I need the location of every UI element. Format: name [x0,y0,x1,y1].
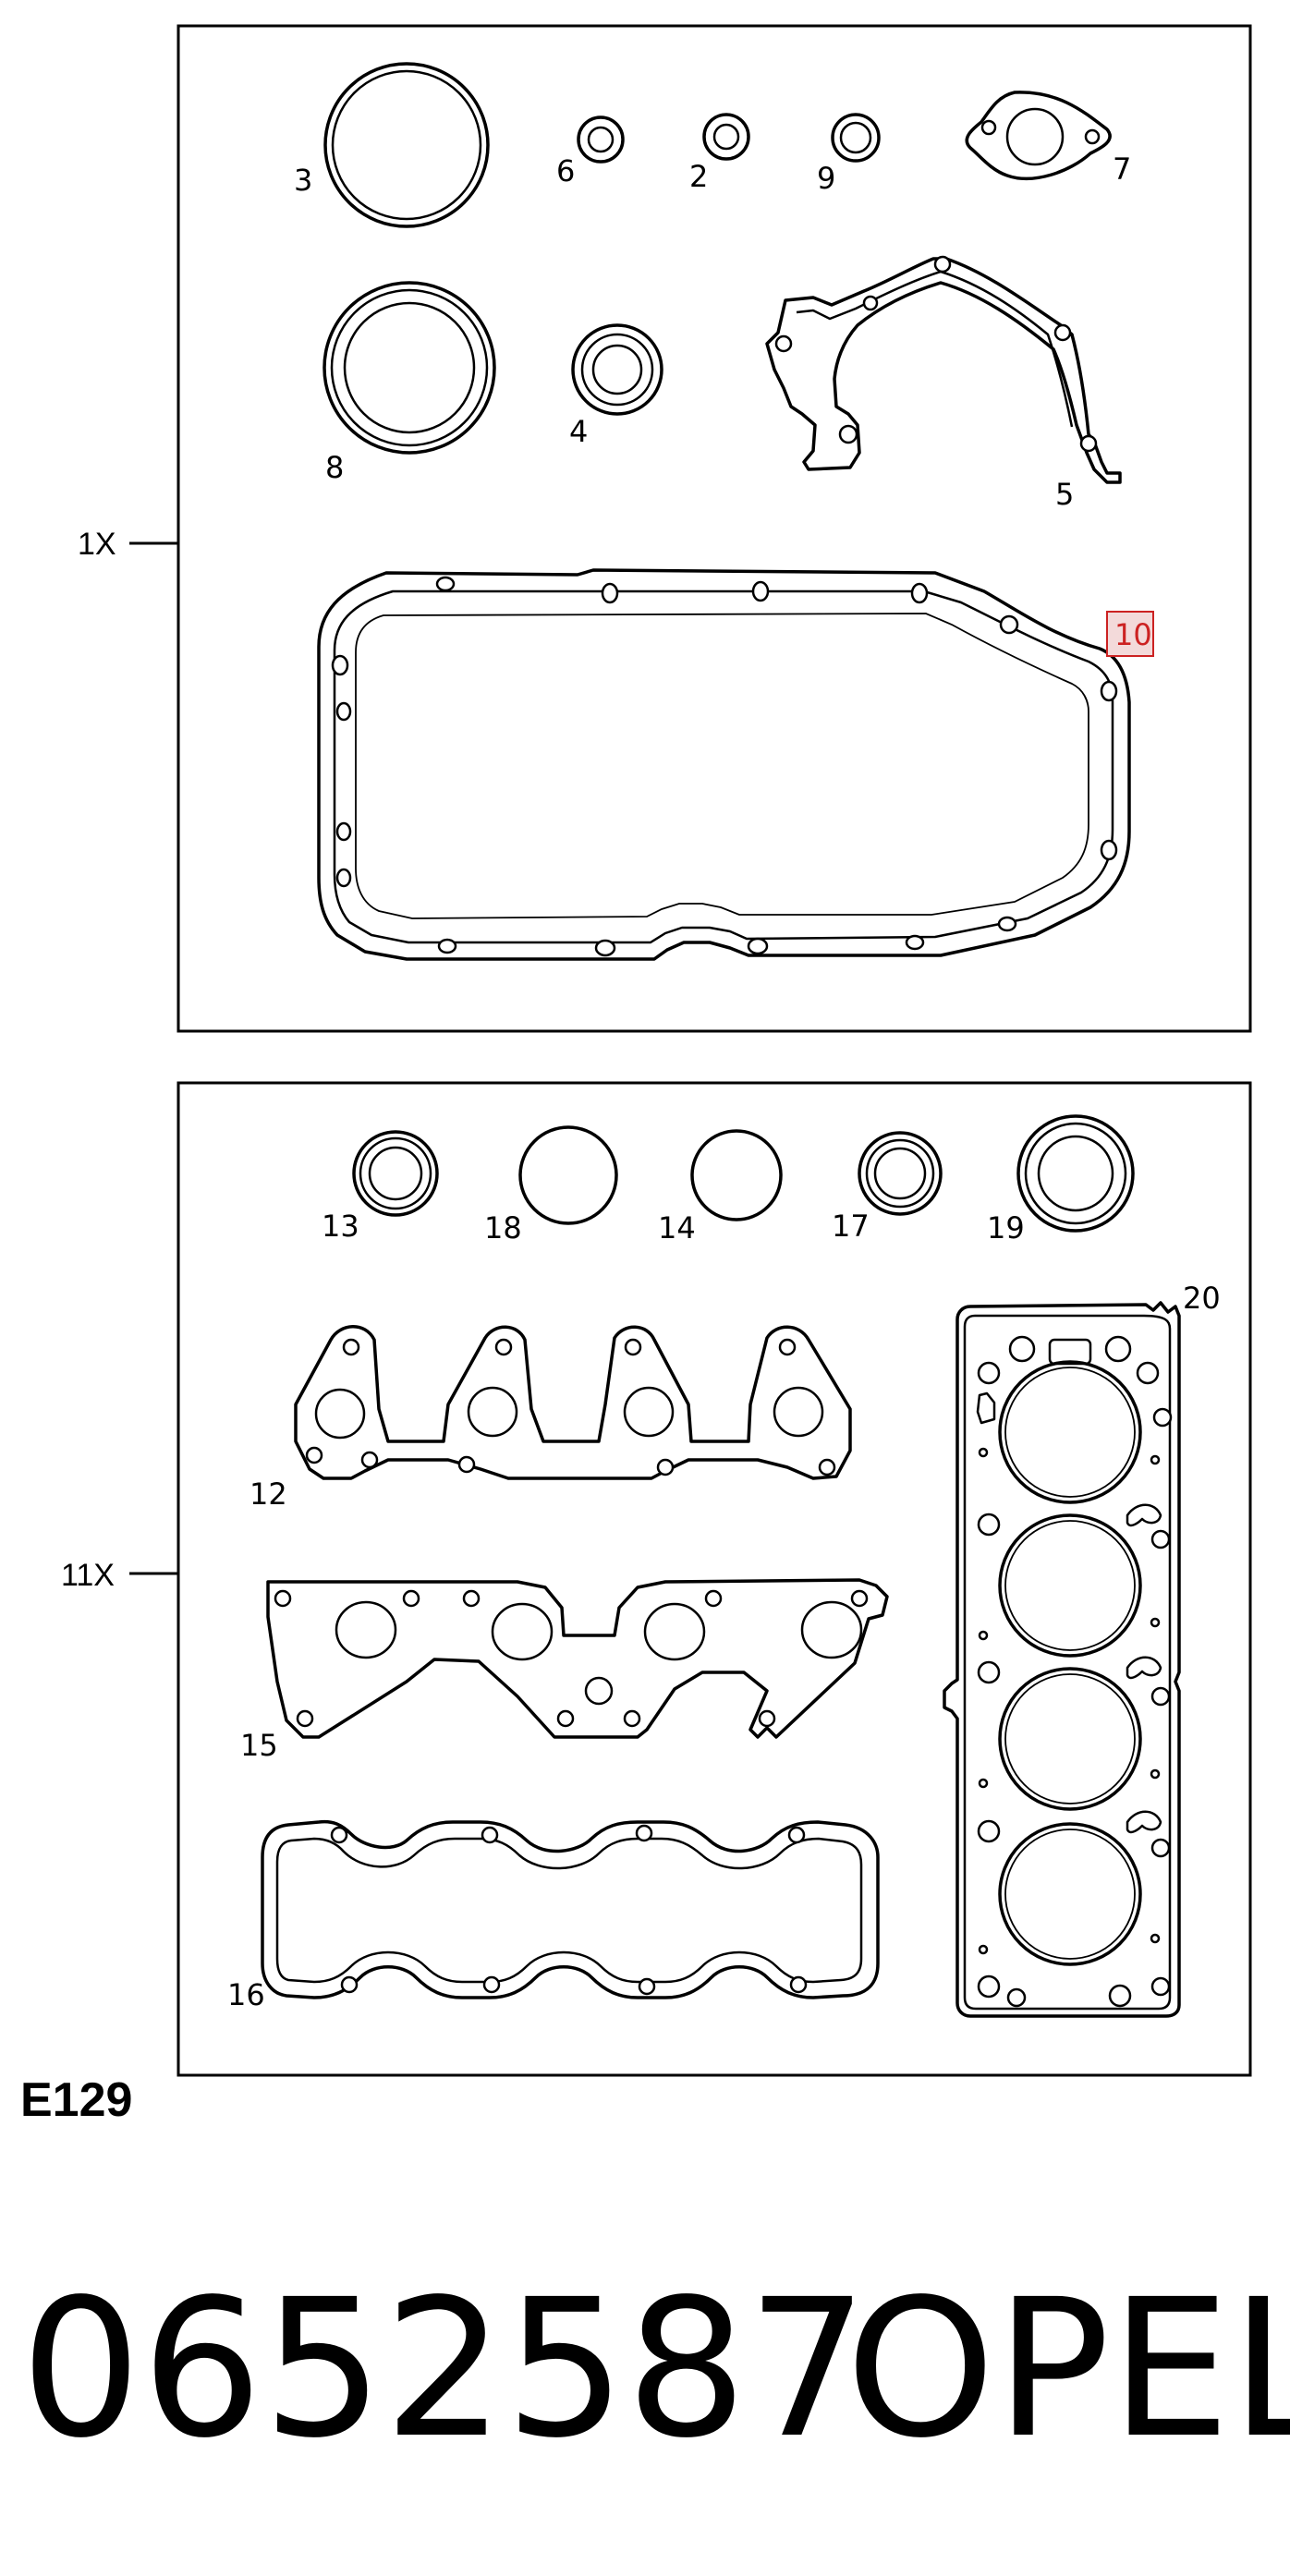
section-2-frame [176,1081,1252,2077]
label-part-8: 8 [325,450,344,485]
section-2-quantity: 11X [61,1558,115,1593]
brand-name: OPEL [846,2258,1290,2480]
label-part-16: 16 [227,1977,265,2012]
label-part-3: 3 [294,163,312,198]
label-part-5: 5 [1055,477,1074,512]
part-10-highlight-box [1106,611,1154,657]
part-number: 0652587 [20,2258,868,2480]
valve-cover-gasket-part-16 [261,1819,880,1999]
label-part-7: 7 [1113,152,1131,187]
label-part-14: 14 [658,1210,696,1245]
label-part-2: 2 [689,159,708,194]
seal-ring-part-2 [702,113,750,161]
o-ring-part-18 [518,1125,618,1225]
label-part-10: 10 [1114,617,1152,652]
label-part-4: 4 [569,414,588,449]
flange-gasket-part-7 [965,91,1112,180]
label-part-20: 20 [1183,1281,1221,1316]
label-part-15: 15 [240,1728,278,1763]
label-part-18: 18 [484,1210,522,1245]
timing-cover-gasket-part-5 [765,255,1122,484]
label-part-9: 9 [817,161,835,196]
label-part-19: 19 [987,1210,1025,1245]
label-part-12: 12 [249,1476,287,1512]
seal-part-13 [352,1130,439,1217]
seal-ring-part-9 [831,113,881,163]
section-1-quantity: 1X [78,527,116,562]
seal-part-19 [1016,1114,1135,1233]
seal-part-17 [858,1131,943,1216]
label-part-17: 17 [832,1209,870,1244]
shaft-seal-part-4 [571,323,663,416]
intake-manifold-gasket-part-15 [266,1578,889,1739]
gasket-part-3 [323,62,490,228]
label-part-6: 6 [556,153,575,188]
seal-part-8 [322,281,496,455]
exhaust-manifold-gasket-part-12 [294,1325,852,1480]
oil-pan-gasket-part-10 [317,568,1131,961]
cylinder-head-gasket-part-20 [943,1301,1181,2018]
diagram-id: E129 [20,2073,132,2127]
o-ring-part-14 [690,1129,783,1221]
section-1-frame [176,24,1252,1033]
label-part-13: 13 [322,1209,359,1244]
seal-ring-part-6 [577,115,625,164]
